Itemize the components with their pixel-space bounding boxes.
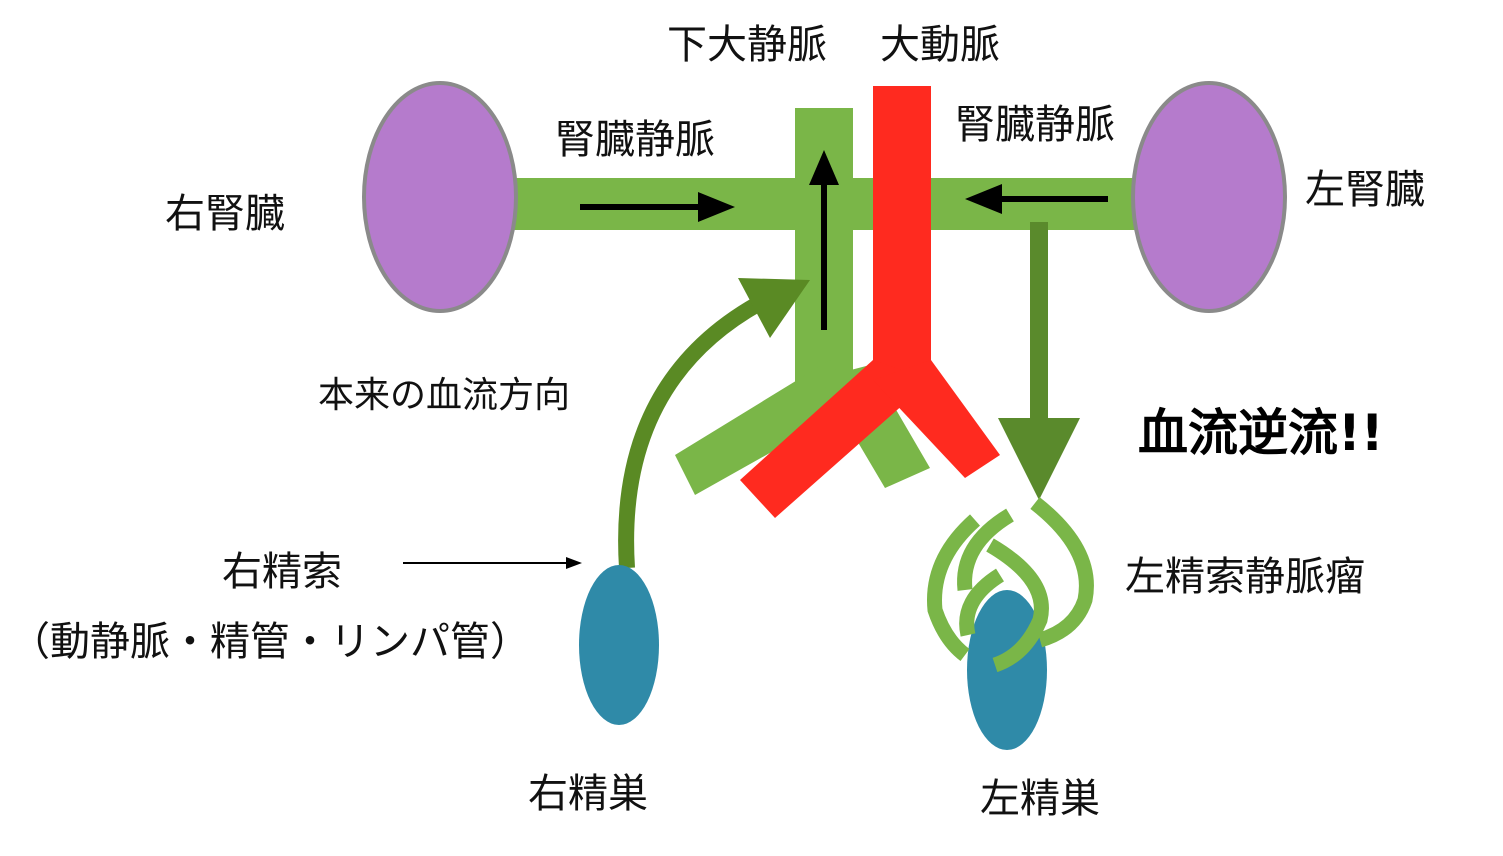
left-kidney-label: 左腎臓 <box>1305 167 1425 213</box>
normal-flow-arrowhead <box>738 278 810 338</box>
right-cord-detail-label: （動静脈・精管・リンパ管） <box>10 619 530 665</box>
right-cord-pointer-head <box>566 557 582 569</box>
normal-flow-label: 本来の血流方向 <box>318 375 570 416</box>
right-renal-flow-arrowhead <box>698 192 735 222</box>
reflux-label: 血流逆流!! <box>1138 404 1384 462</box>
aorta <box>873 86 931 386</box>
right-kidney-label: 右腎臓 <box>165 191 285 237</box>
left-testicular-vein-arrowhead <box>998 418 1080 500</box>
normal-flow-curve <box>618 292 769 569</box>
ivc-label: 下大静脈 <box>667 22 827 68</box>
renal-vein-label-right-side: 腎臓静脈 <box>555 117 715 163</box>
left-kidney <box>1131 81 1287 313</box>
left-renal-flow-arrowhead <box>965 184 1002 214</box>
right-testis <box>579 565 659 725</box>
right-testis-label: 右精巣 <box>528 771 648 817</box>
left-testicular-vein <box>1030 222 1048 422</box>
aorta-label: 大動脈 <box>880 22 1000 68</box>
right-cord-label: 右精索 <box>222 549 342 595</box>
right-kidney <box>362 81 518 313</box>
left-testis-label: 左精巣 <box>980 776 1100 822</box>
aorta-branch-right <box>873 360 1000 478</box>
aorta-branch-left <box>740 360 931 518</box>
left-varicocele-label: 左精索静脈瘤 <box>1125 554 1365 600</box>
renal-vein-label-left-side: 腎臓静脈 <box>955 102 1115 148</box>
varicocele-coils <box>927 497 1094 673</box>
ivc-branch-left <box>675 360 855 495</box>
ivc-flow-arrowhead <box>809 150 839 185</box>
